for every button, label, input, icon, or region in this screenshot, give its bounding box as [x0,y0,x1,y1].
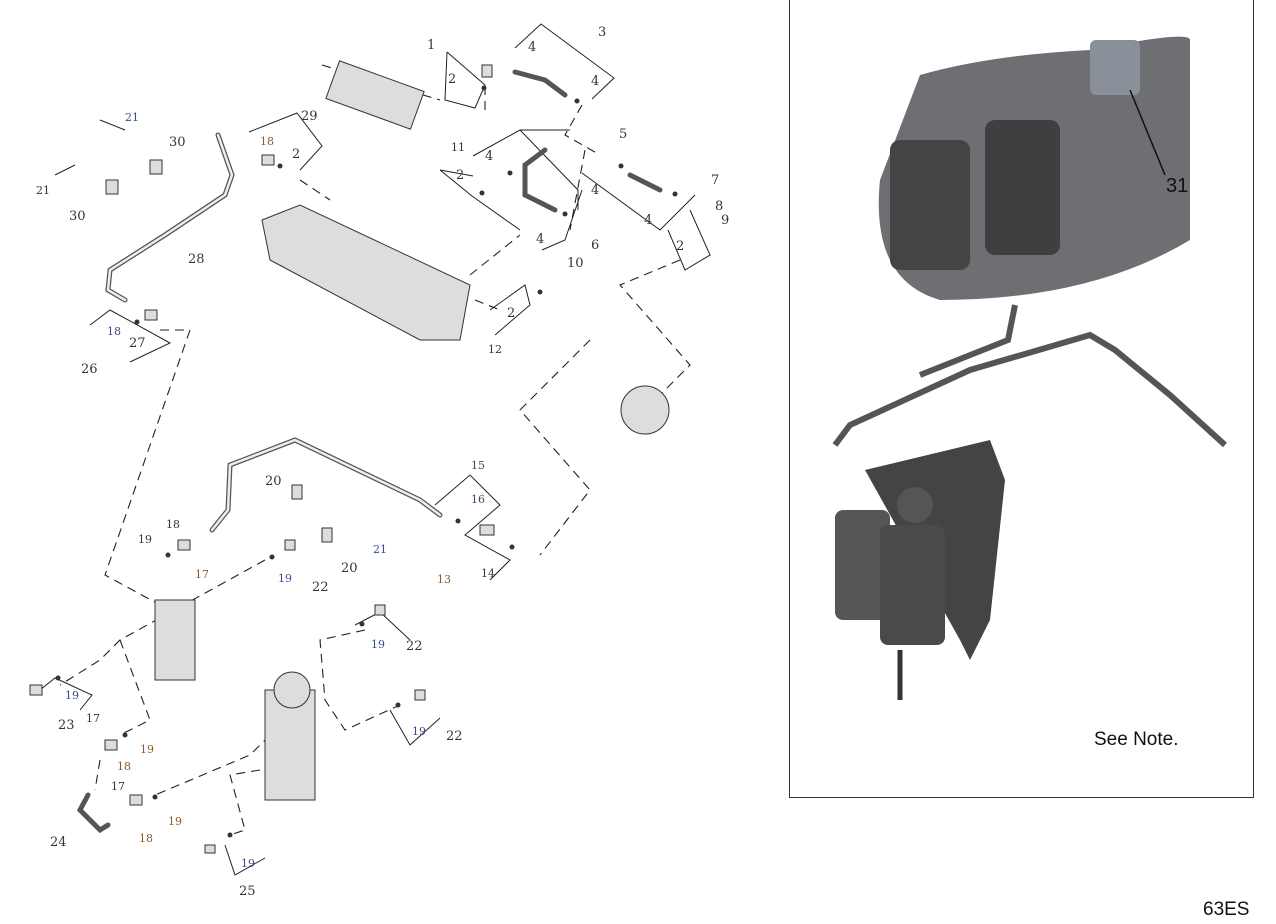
callout: 4 [591,183,599,198]
callout: 17 [111,780,125,793]
wiring-harness [832,331,1228,448]
callout: 11 [451,141,465,154]
callout: 24 [50,835,67,850]
filter-canister [985,120,1060,255]
callout: 2 [507,306,515,321]
callout: 28 [188,252,205,267]
callout: 18 [117,760,131,773]
callout: 18 [166,518,180,531]
callout: 22 [446,729,463,744]
callout: 9 [721,213,729,228]
callout: 2 [448,72,456,87]
filter-canister [880,525,945,645]
callout: 3 [598,25,606,40]
callout: 4 [485,149,493,164]
callout: 17 [86,712,100,725]
callout-labels: 1 2 4 3 4 5 11 4 2 4 7 8 9 4 6 2 4 10 29… [36,25,729,899]
callout: 19 [412,725,426,738]
callout: 19 [65,689,79,702]
callout: 19 [140,743,154,756]
parts [29,60,678,854]
callout: 18 [260,135,274,148]
callout: 7 [711,173,719,188]
callout: 25 [239,884,256,899]
callout: 26 [81,362,98,377]
callout: 27 [129,336,146,351]
callout: 1 [427,38,435,53]
callout: 8 [715,199,723,214]
callout: 19 [278,572,292,585]
solenoid-valve [1090,40,1140,95]
callout: 6 [591,238,599,253]
engine-valve-cover [261,204,471,341]
callout: 4 [528,40,536,55]
callout: 5 [619,127,627,142]
fuel-filter-assembly-render [832,36,1228,700]
callout: 2 [292,147,300,162]
callout: 15 [471,459,485,472]
fuel-filter-primary [154,599,196,681]
callout: 30 [69,209,86,224]
callout: 12 [488,343,502,356]
dashed-connectors [59,64,691,836]
callout: 13 [437,573,451,586]
callout: 22 [406,639,423,654]
high-pressure-pump [620,385,670,435]
callout: 19 [168,815,182,828]
filter-canister [890,140,970,270]
callout: 23 [58,718,75,733]
callout: 19 [138,533,152,546]
callout: 30 [169,135,186,150]
callout-31: 31 [1166,175,1189,197]
callout: 29 [301,109,318,124]
callout: 21 [36,184,50,197]
callout: 17 [195,568,209,581]
callout: 4 [644,213,652,228]
callout: 2 [676,239,684,254]
callout: 19 [371,638,385,651]
callout: 14 [481,567,495,580]
callout: 19 [241,857,255,870]
callout: 18 [107,325,121,338]
filter-pump [273,671,311,709]
callout: 10 [567,256,584,271]
callout: 20 [265,474,282,489]
fuel-injector-rail [325,60,425,130]
inset-view-panel [789,0,1254,798]
callout: 4 [591,74,599,89]
figure-code: 63ES [1203,899,1250,920]
callout: 16 [471,493,485,506]
callout: 22 [312,580,329,595]
callout: 2 [456,168,464,183]
callout: 21 [125,111,139,124]
callout: 21 [373,543,387,556]
callout: 18 [139,832,153,845]
fuel-lines [76,69,663,834]
callout: 4 [536,232,544,247]
filter-canister [835,510,890,620]
callout: 20 [341,561,358,576]
see-note-text: See Note. [1094,729,1179,750]
callout-brackets [39,23,711,876]
